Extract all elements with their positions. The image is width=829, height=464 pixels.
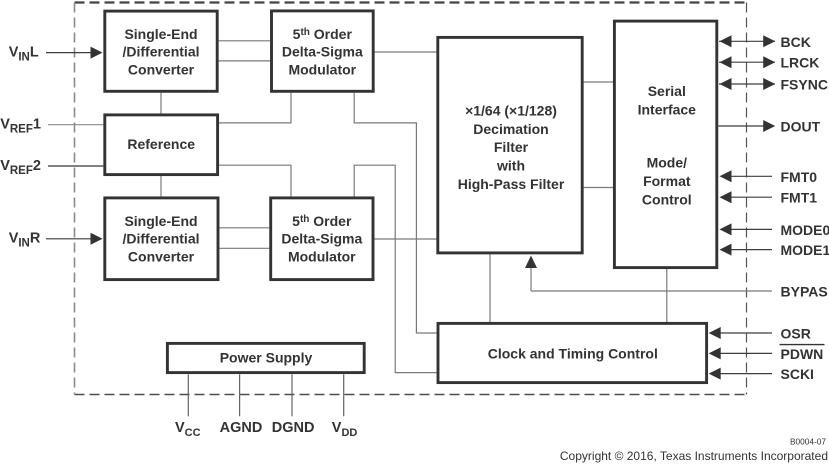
svg-text:Clock and Timing Control: Clock and Timing Control [488,346,658,362]
svg-text:Interface: Interface [638,102,697,118]
svg-text:FMT1: FMT1 [781,190,818,206]
svg-text:SCKI: SCKI [781,366,814,382]
svg-text:Control: Control [642,191,692,207]
svg-text:Converter: Converter [128,248,195,264]
svg-text:Single-End: Single-End [124,213,197,229]
svg-text:MODE1: MODE1 [781,242,829,258]
svg-text:LRCK: LRCK [781,55,820,71]
svg-text:DOUT: DOUT [781,119,821,135]
svg-text:High-Pass Filter: High-Pass Filter [458,176,565,192]
svg-text:with: with [496,158,525,174]
svg-text:5th Order: 5th Order [293,26,353,42]
svg-text:B0004-07: B0004-07 [790,436,826,446]
svg-text:×1/64 (×1/128): ×1/64 (×1/128) [465,102,557,118]
svg-text:Filter: Filter [494,139,529,155]
svg-text:OSR: OSR [781,326,811,342]
svg-text:Mode/: Mode/ [647,154,688,170]
svg-text:Converter: Converter [128,61,195,77]
svg-text:Format: Format [643,173,691,189]
svg-text:FSYNC: FSYNC [781,77,828,93]
svg-text:DGND: DGND [272,420,315,436]
svg-text:BYPAS: BYPAS [781,284,828,300]
svg-text:Serial: Serial [648,83,686,99]
svg-text:Power Supply: Power Supply [220,350,313,366]
svg-text:Delta-Sigma: Delta-Sigma [281,231,362,247]
svg-text:PDWN: PDWN [781,346,824,362]
svg-text:Copyright © 2016, Texas Instru: Copyright © 2016, Texas Instruments Inco… [560,449,828,463]
svg-text:5th Order: 5th Order [292,213,352,229]
svg-text:BCK: BCK [781,34,811,50]
svg-text:/Differential: /Differential [122,231,199,247]
svg-text:Reference: Reference [127,136,195,152]
svg-text:Delta-Sigma: Delta-Sigma [282,44,363,60]
svg-text:Modulator: Modulator [288,61,356,77]
svg-text:FMT0: FMT0 [781,169,818,185]
svg-text:VINR: VINR [9,231,41,250]
svg-text:Single-End: Single-End [124,26,197,42]
svg-text:MODE0: MODE0 [781,222,829,238]
svg-text:/Differential: /Differential [122,44,199,60]
svg-text:Decimation: Decimation [473,121,548,137]
svg-text:Modulator: Modulator [288,248,356,264]
svg-text:AGND: AGND [220,420,263,436]
svg-text:VINL: VINL [9,45,39,64]
